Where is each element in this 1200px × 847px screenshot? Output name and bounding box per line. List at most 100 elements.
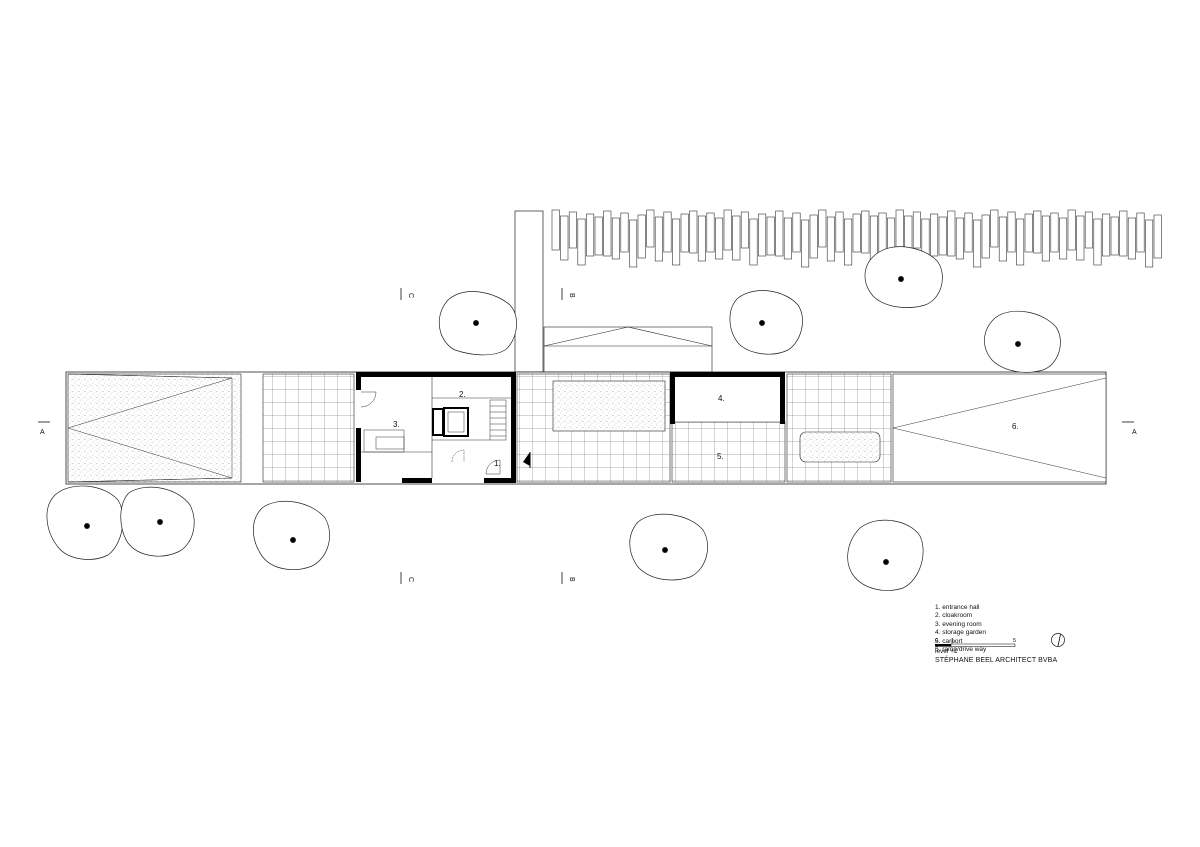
tree bbox=[253, 500, 330, 570]
hedge-plank bbox=[818, 209, 827, 248]
hedge-plank bbox=[723, 209, 732, 251]
hedge-plank bbox=[766, 216, 775, 256]
hedge-plank bbox=[955, 217, 964, 260]
legend-list: 1. entrance hall 2. cloakroom 3. evening… bbox=[935, 604, 986, 654]
room-label-6: 6. bbox=[1012, 422, 1019, 431]
tiled-terrace-left bbox=[262, 373, 355, 483]
hedge-plank bbox=[1033, 210, 1042, 254]
scale-label-mid: 1 bbox=[951, 638, 954, 644]
house bbox=[356, 372, 531, 483]
section-a-right: A bbox=[1122, 421, 1137, 436]
carport-floor bbox=[671, 421, 786, 483]
hedge-plank bbox=[973, 219, 982, 268]
hedge-plank bbox=[792, 212, 801, 253]
hedge-plank bbox=[654, 216, 663, 262]
hedge-plank bbox=[1076, 215, 1085, 261]
architect-credit: STÉPHANE BEEL ARCHITECT BVBA bbox=[935, 657, 1058, 664]
hedge-plank bbox=[603, 210, 612, 257]
hedge-plank bbox=[758, 213, 767, 257]
room-label-3: 3. bbox=[393, 420, 400, 429]
hedge-plank bbox=[551, 209, 560, 251]
hedge-plank bbox=[611, 217, 620, 260]
hedge-fence bbox=[551, 209, 1162, 268]
hedge-plank bbox=[715, 217, 724, 260]
hedge-plank bbox=[844, 218, 853, 266]
tree bbox=[629, 513, 708, 581]
hedge-plank bbox=[1024, 213, 1033, 253]
hedge-plank bbox=[809, 214, 818, 259]
hedge-plank bbox=[697, 215, 706, 262]
hedge-plank bbox=[981, 214, 990, 259]
hedge-plank bbox=[964, 212, 973, 253]
hedge-plank bbox=[568, 211, 577, 249]
hedge-plank bbox=[930, 213, 939, 257]
hedge-plank bbox=[1145, 219, 1154, 268]
hedge-plank bbox=[663, 211, 672, 253]
hedge-plank bbox=[912, 211, 921, 249]
legend-item: 5. carport bbox=[935, 637, 963, 645]
hedge-plank bbox=[1119, 210, 1128, 257]
level-label: level +1 bbox=[935, 648, 958, 655]
svg-text:B: B bbox=[568, 577, 575, 582]
hedge-plank bbox=[1067, 209, 1076, 251]
hedge-plank bbox=[1016, 218, 1025, 266]
right-ramp bbox=[892, 373, 1107, 483]
tree bbox=[847, 519, 924, 591]
hedge-plank bbox=[594, 216, 603, 256]
hedge-plank bbox=[1050, 212, 1059, 253]
hedge-plank bbox=[947, 210, 956, 257]
legend: 1. entrance hall 2. cloakroom 3. evening… bbox=[935, 604, 986, 654]
hedge-plank bbox=[1007, 211, 1016, 253]
hedge-plank bbox=[637, 214, 646, 259]
hedge-plank bbox=[1102, 213, 1111, 257]
hedge-plank bbox=[629, 219, 638, 268]
svg-text:B: B bbox=[568, 293, 575, 298]
section-b-bottom: B bbox=[561, 572, 575, 584]
scale-bar: 0 1 5 bbox=[935, 638, 1016, 647]
svg-text:A: A bbox=[1132, 429, 1137, 436]
hedge-plank bbox=[1059, 217, 1068, 260]
legend-item: 4. storage garden bbox=[935, 629, 986, 637]
hedge-plank bbox=[740, 211, 749, 249]
hedge-plank bbox=[586, 213, 595, 257]
hedge-plank bbox=[672, 218, 681, 266]
legend-item: 1. entrance hall bbox=[935, 604, 980, 611]
hedge-plank bbox=[706, 212, 715, 253]
tree bbox=[864, 246, 943, 308]
tiled-terrace-right bbox=[786, 373, 892, 483]
legend-item: 3. evening room bbox=[935, 620, 982, 628]
section-b-top: B bbox=[561, 288, 575, 300]
scale-label-end: 5 bbox=[1013, 638, 1016, 644]
hedge-plank bbox=[852, 213, 861, 253]
hedge-plank bbox=[938, 216, 947, 256]
hedge-plank bbox=[1093, 218, 1102, 266]
hedge-plank bbox=[835, 211, 844, 253]
section-c-bottom: C bbox=[400, 572, 414, 584]
hedge-plank bbox=[1110, 216, 1119, 256]
hedge-plank bbox=[577, 218, 586, 266]
hedge-plank bbox=[732, 215, 741, 261]
north-arrow-icon bbox=[1051, 633, 1065, 647]
section-c-top: C bbox=[400, 288, 414, 300]
room-label-2: 2. bbox=[459, 390, 466, 399]
section-a-left: A bbox=[38, 421, 50, 436]
hedge-plank bbox=[861, 210, 870, 254]
carport-roof bbox=[543, 326, 713, 373]
legend-item: 2. cloakroom bbox=[935, 612, 973, 620]
hedge-plank bbox=[1127, 217, 1136, 260]
storage-garden bbox=[670, 372, 785, 424]
hedge-plank bbox=[1041, 215, 1050, 262]
hedge-plank bbox=[895, 209, 904, 251]
hedge-plank bbox=[620, 212, 629, 253]
tree bbox=[984, 310, 1061, 373]
hedge-plank bbox=[560, 215, 569, 261]
room-label-5: 5. bbox=[717, 452, 724, 461]
hedge-plank bbox=[801, 219, 810, 268]
tree bbox=[729, 290, 803, 355]
hedge-plank bbox=[749, 218, 758, 266]
garden-wall bbox=[514, 210, 544, 373]
svg-text:C: C bbox=[407, 293, 414, 298]
hedge-plank bbox=[689, 210, 698, 254]
hedge-plank bbox=[878, 212, 887, 253]
